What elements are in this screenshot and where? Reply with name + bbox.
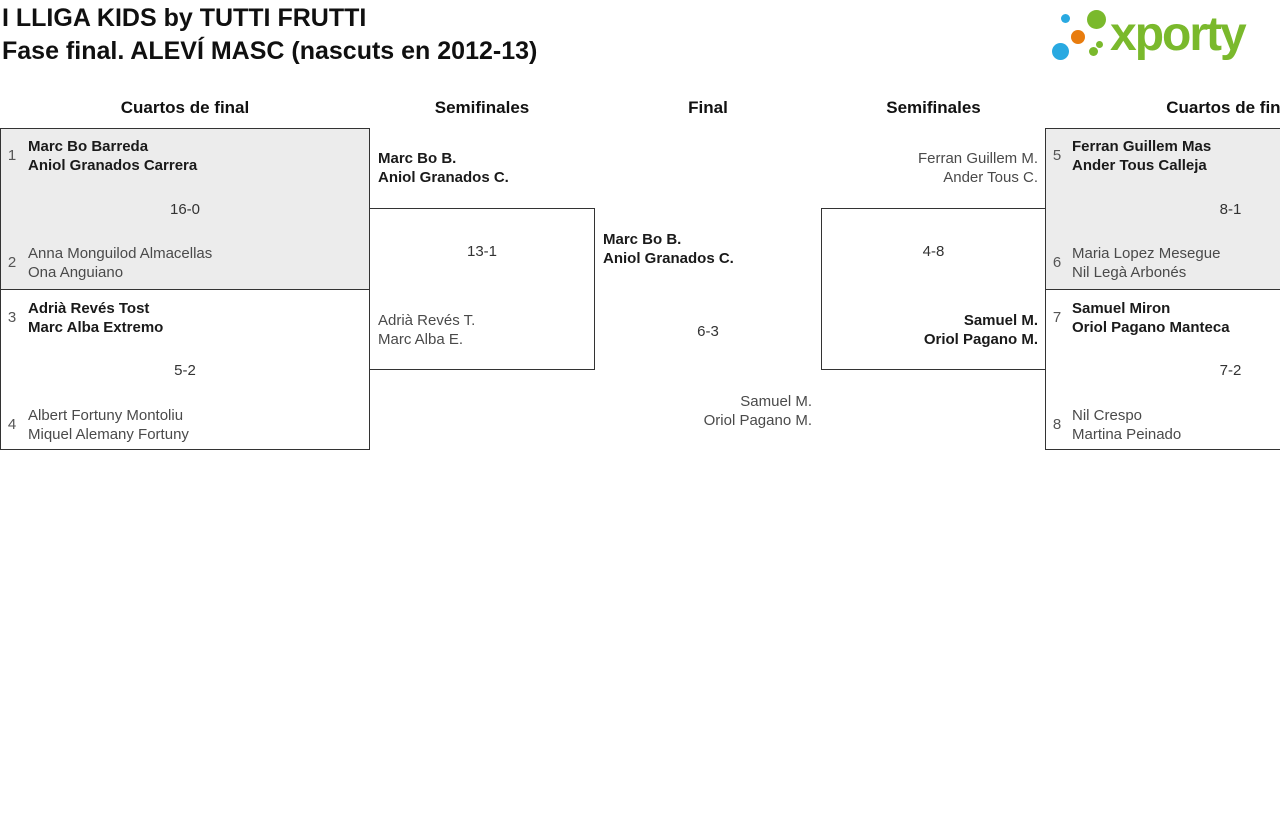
- match-qf2-box: [0, 289, 370, 450]
- team-name: Maria Lopez Mesegue: [1072, 245, 1221, 262]
- team-name: Samuel M.: [740, 393, 812, 410]
- seed-number: 6: [1052, 254, 1062, 271]
- team-name: Ferran Guillem M.: [917, 150, 1038, 167]
- match-score: 8-1: [1219, 201, 1242, 218]
- team-name: Aniol Granados Carrera: [28, 157, 198, 174]
- round-header-semis-left: Semifinales: [434, 98, 530, 117]
- tournament-title: I LLIGA KIDS by TUTTI FRUTTI: [2, 4, 367, 32]
- team-name: Marc Bo Barreda: [28, 138, 149, 155]
- match-score: 4-8: [922, 243, 945, 260]
- team-name: Albert Fortuny Montoliu: [28, 407, 184, 424]
- team-name: Adrià Revés Tost: [28, 300, 150, 317]
- team-name: Marc Bo B.: [603, 231, 682, 248]
- match-score: 7-2: [1219, 362, 1242, 379]
- round-header-semis-right: Semifinales: [886, 98, 981, 117]
- team-name: Oriol Pagano Manteca: [1072, 319, 1230, 336]
- seed-number: 1: [7, 147, 17, 164]
- page-title: I LLIGA KIDS by TUTTI FRUTTI Fase final.…: [2, 2, 537, 68]
- seed-number: 5: [1052, 147, 1062, 164]
- logo-dot-green-small-icon: [1089, 47, 1098, 56]
- team-name: Anna Monguilod Almacellas: [28, 245, 213, 262]
- team-name: Oriol Pagano M.: [923, 331, 1038, 348]
- seed-number: 7: [1052, 309, 1062, 326]
- match-semifinal-left-box: [369, 208, 595, 370]
- team-name: Samuel Miron: [1072, 300, 1171, 317]
- team-name: Martina Peinado: [1072, 426, 1182, 443]
- seed-number: 2: [7, 254, 17, 271]
- match-score: 13-1: [466, 243, 498, 260]
- team-name: Ander Tous C.: [943, 169, 1038, 186]
- seed-number: 3: [7, 309, 17, 326]
- logo-dot-green-tiny-icon: [1096, 41, 1103, 48]
- team-name: Nil Crespo: [1072, 407, 1143, 424]
- team-name: Ferran Guillem Mas: [1072, 138, 1212, 155]
- round-header-final: Final: [688, 98, 728, 117]
- round-header-quarters-left: Cuartos de final: [120, 98, 250, 117]
- phase-subtitle: Fase final. ALEVÍ MASC (nascuts en 2012-…: [2, 37, 538, 65]
- logo-wordmark: xporty: [1110, 8, 1247, 61]
- team-name: Marc Alba E.: [378, 331, 464, 348]
- xporty-logo: xporty: [1048, 4, 1280, 68]
- match-qf4-box: [1045, 289, 1280, 450]
- seed-number: 4: [7, 416, 17, 433]
- match-semifinal-right-box: [821, 208, 1046, 370]
- team-name: Ander Tous Calleja: [1072, 157, 1207, 174]
- team-name: Nil Legà Arbonés: [1072, 264, 1187, 281]
- match-score: 5-2: [174, 362, 196, 379]
- match-score: 16-0: [169, 201, 201, 218]
- team-name: Aniol Granados C.: [603, 250, 734, 267]
- team-name: Marc Alba Extremo: [28, 319, 164, 336]
- team-name: Miquel Alemany Fortuny: [28, 426, 189, 443]
- team-name: Aniol Granados C.: [378, 169, 509, 186]
- team-name: Oriol Pagano M.: [703, 412, 812, 429]
- seed-number: 8: [1052, 416, 1062, 433]
- team-name: Adrià Revés T.: [378, 312, 476, 329]
- match-score: 6-3: [697, 323, 719, 340]
- logo-dot-blue-small-icon: [1061, 14, 1070, 23]
- round-header-quarters-right: Cuartos de final: [1166, 98, 1280, 117]
- team-name: Ona Anguiano: [28, 264, 124, 281]
- logo-dot-orange-icon: [1071, 30, 1085, 44]
- logo-dot-green-large-icon: [1087, 10, 1106, 29]
- match-qf1-box: [0, 128, 370, 290]
- team-name: Marc Bo B.: [378, 150, 457, 167]
- team-name: Samuel M.: [963, 312, 1038, 329]
- logo-dot-blue-large-icon: [1052, 43, 1069, 60]
